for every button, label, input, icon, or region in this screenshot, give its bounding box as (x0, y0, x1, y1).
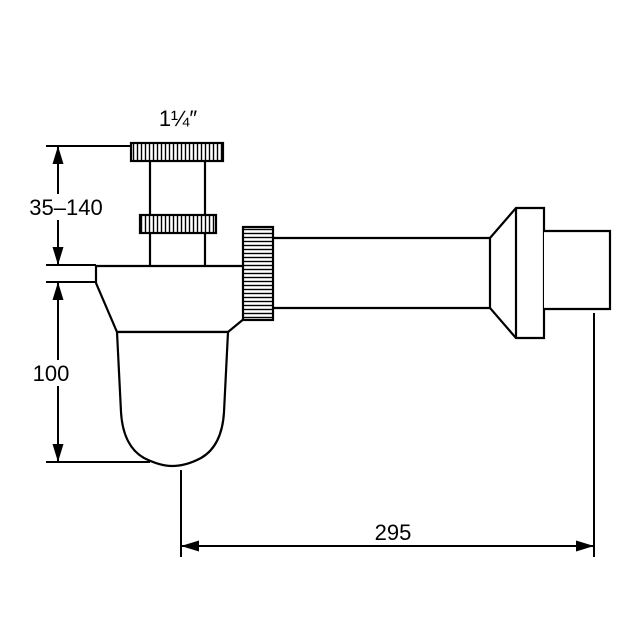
dim-trap-label-bg (26, 360, 76, 386)
wall-pipe (544, 229, 612, 311)
dim-trap-label: 100 (33, 361, 70, 386)
inlet-lock-nut (138, 213, 218, 235)
dim-inlet-arrow-up (52, 146, 64, 164)
dimensions: 35–140 100 295 (22, 106, 595, 557)
dim-inlet-height: 35–140 (22, 145, 131, 266)
dim-outlet-length: 295 (180, 313, 595, 557)
dim-trap-arrow-up (52, 282, 64, 300)
trap-cup (115, 331, 230, 468)
inlet-flange-nut (129, 141, 225, 163)
dim-trap-height: 100 (26, 281, 150, 463)
dim-inlet-arrow-down (52, 247, 64, 265)
dim-outlet-label-bg (366, 518, 422, 542)
inlet-pipe (148, 158, 207, 218)
dim-inlet-label-bg (22, 194, 110, 220)
outlet-coupling-nut (241, 225, 275, 322)
dim-trap-arrow-down (52, 444, 64, 462)
inlet-size-label: 1¼″ (159, 106, 198, 131)
trap-housing (94, 264, 247, 334)
trap-assembly (94, 141, 612, 468)
dim-inlet-label: 35–140 (29, 195, 102, 220)
dim-outlet-arrow-right (576, 540, 594, 552)
dim-outlet-label: 295 (375, 520, 412, 545)
dim-outlet-arrow-left (181, 540, 199, 552)
